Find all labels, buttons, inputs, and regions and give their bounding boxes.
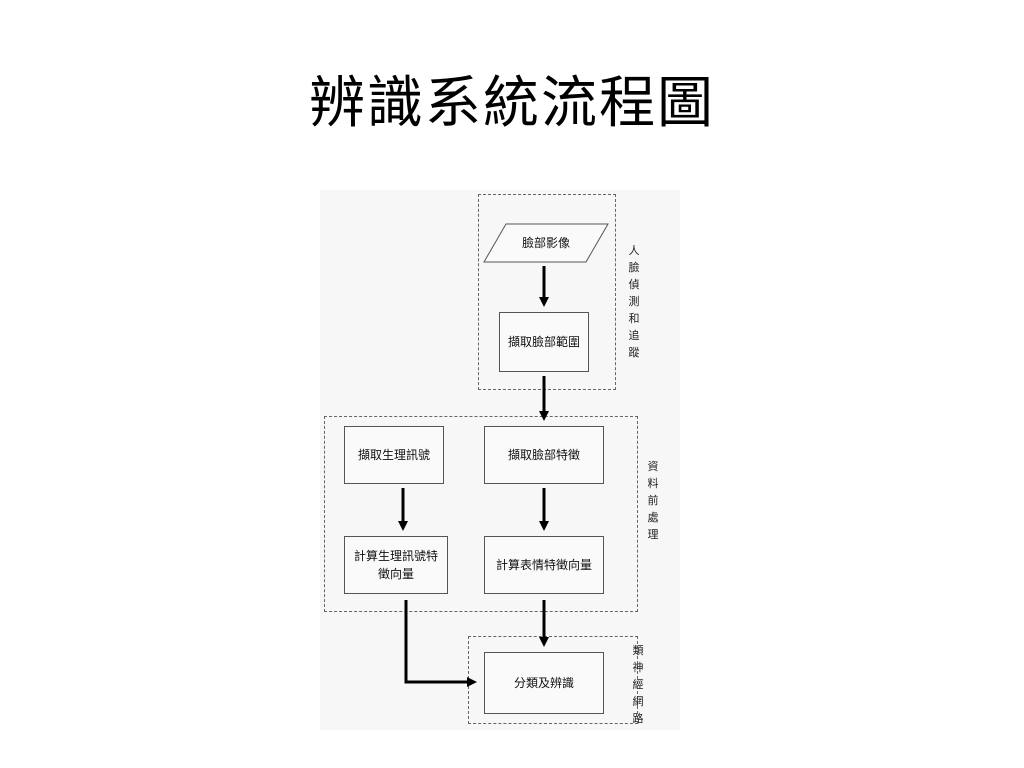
flowchart-connectors xyxy=(398,223,609,687)
group-label-preprocessing: 資料前處理 xyxy=(647,460,659,541)
group-label-neural-network: 類神經網路 xyxy=(632,644,644,725)
slide-title: 辨識系統流程圖 xyxy=(309,71,715,136)
flowchart: 人臉偵測和追蹤 資料前處理 類神經網路 擷取臉部範圍 擷取生理訊號 擷取臉部特徵… xyxy=(320,190,680,730)
group-label-face-detection: 人臉偵測和追蹤 xyxy=(628,244,640,359)
box-extract-face-features: 擷取臉部特徵 xyxy=(484,426,604,484)
input-parallelogram xyxy=(483,223,609,263)
box-classify-recognize: 分類及辨識 xyxy=(484,652,604,714)
input-node-label: 臉部影像 xyxy=(521,236,570,250)
box-extract-physio-signal: 擷取生理訊號 xyxy=(344,426,444,484)
group-face-detection xyxy=(478,194,616,390)
arrow-physio-to-classify xyxy=(404,600,477,687)
box-extract-face-region: 擷取臉部範圍 xyxy=(499,312,589,372)
group-preprocessing xyxy=(324,416,638,612)
box-compute-physio-vector: 計算生理訊號特徵向量 xyxy=(344,536,448,594)
box-compute-expression-vector: 計算表情特徵向量 xyxy=(484,536,604,594)
